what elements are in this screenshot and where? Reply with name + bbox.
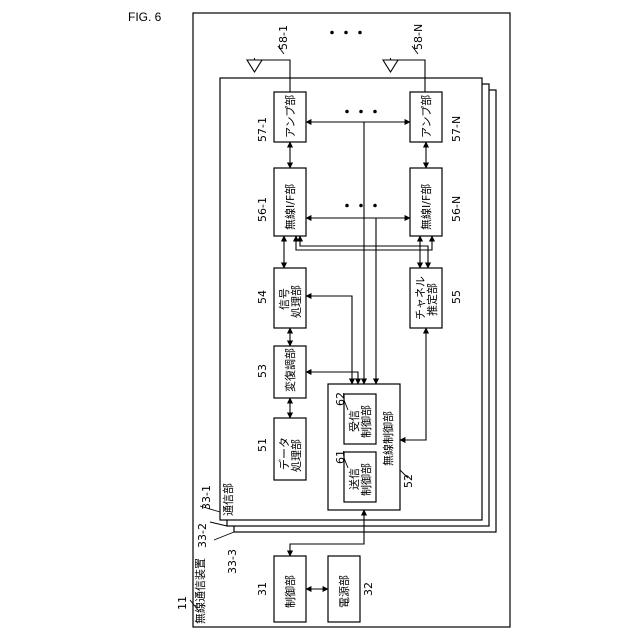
ref-comm-unit-3: 33-3 [226,549,239,574]
ref-comm-unit-1: 33-1 [200,485,213,510]
ref-control: 31 [256,582,269,596]
ellipsis-top: ・・・ [325,26,367,42]
label-comm-unit: 通信部 [221,483,235,516]
ref-amp-n: 57-N [450,116,463,142]
ref-comm-unit-2: 33-2 [196,523,209,548]
label-control: 制御部 [283,575,297,608]
ref-modem: 53 [256,364,269,378]
ref-antenna-n: 58-N [412,24,425,50]
ref-channel-estimation: 55 [450,290,463,304]
ref-rfif-1: 56-1 [256,197,269,222]
label-modem: 変復調部 [283,348,297,392]
label-rfif-n: 無線I/F部 [419,184,433,230]
label-amp-n: アンプ部 [419,95,433,138]
label-signal-processing-2: 処理部 [289,285,303,318]
ref-signal-processing: 54 [256,290,269,304]
label-device: 無線通信装置 [193,558,207,624]
ref-rfif-n: 56-N [450,196,463,222]
label-rx-control-2: 制御部 [359,405,373,438]
label-rfif-1: 無線I/F部 [283,184,297,230]
ref-tx-control: 61 [334,450,347,464]
label-tx-control-1: 送信 [347,468,361,490]
ref-power: 32 [362,582,375,596]
ellipsis-amp-row: ・・・ [340,105,382,121]
ref-data-processing: 51 [256,438,269,452]
ref-antenna-1: 58-1 [277,25,290,50]
ellipsis-rfif-row: ・・・ [340,199,382,215]
label-amp-1: アンプ部 [283,95,297,138]
figure-title: FIG. 6 [128,10,161,24]
label-data-processing-2: 処理部 [289,439,303,472]
ref-device: 11 [176,596,189,610]
label-power: 電源部 [337,575,351,608]
label-data-processing-1: データ [277,437,291,470]
ref-rx-control: 62 [334,392,347,406]
label-channel-estimation-2: 推定部 [425,283,439,316]
label-wireless-control: 無線制御部 [381,411,395,466]
ref-wireless-control: 52 [402,474,415,488]
ref-amp-1: 57-1 [256,117,269,142]
label-tx-control-2: 制御部 [359,463,373,496]
